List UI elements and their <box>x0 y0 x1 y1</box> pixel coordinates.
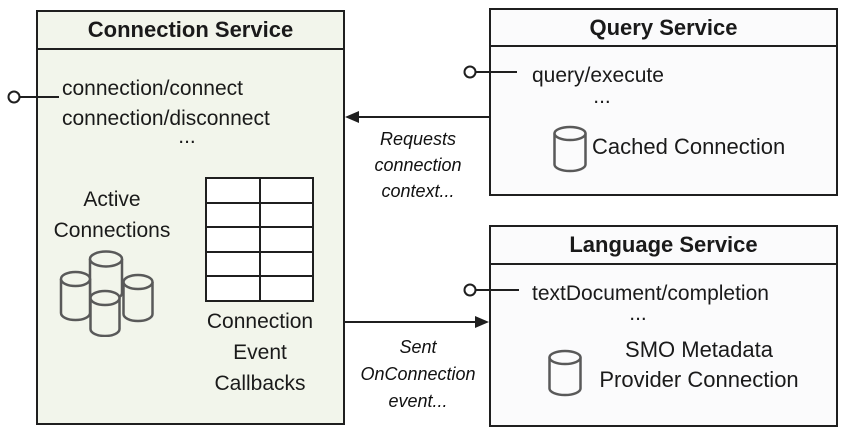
callback-table-cell <box>260 277 312 300</box>
callbacks-line1: Connection <box>206 310 314 333</box>
cached-connection-label: Cached Connection <box>592 134 786 159</box>
callbacks-label: Connection Event Callbacks <box>185 306 335 399</box>
smo-line1: SMO Metadata <box>625 337 773 362</box>
sent-onconnection-arrow <box>345 316 489 328</box>
language-methods-ellipsis: ... <box>629 302 647 325</box>
active-connections-label: Active Connections <box>42 184 182 246</box>
active-connections-line1: Active <box>83 188 141 211</box>
requests-line3: context... <box>381 181 455 201</box>
sent-line3: event... <box>388 391 448 411</box>
callback-table-cell <box>260 179 312 202</box>
query-service-box: Query Service query/execute ... Cached C… <box>489 8 838 196</box>
callbacks-line2: Event <box>233 341 287 364</box>
method-connection-connect: connection/connect <box>62 77 243 100</box>
method-connection-disconnect: connection/disconnect <box>62 107 270 130</box>
active-connections-line2: Connections <box>53 219 171 242</box>
methods-ellipsis: ... <box>178 125 196 148</box>
query-methods-ellipsis: ... <box>593 85 611 108</box>
requests-line2: connection <box>374 155 462 175</box>
callback-table-cell <box>207 277 259 300</box>
query-service-title: Query Service <box>491 10 836 47</box>
cached-connection-cylinder-icon <box>553 125 587 173</box>
sent-line2: OnConnection <box>360 364 476 384</box>
active-connections-cylinders-icon <box>59 250 154 337</box>
language-service-title: Language Service <box>491 227 836 265</box>
connection-service-title: Connection Service <box>38 12 343 50</box>
sent-onconnection-annotation: Sent OnConnection event... <box>347 334 489 415</box>
smo-metadata-cylinder-icon <box>548 349 582 397</box>
callback-table-cell <box>260 203 312 227</box>
method-query-execute: query/execute <box>532 64 664 87</box>
callback-table-cell <box>207 203 259 227</box>
callback-table-cell <box>260 228 312 251</box>
callback-table-cell <box>207 252 259 276</box>
callback-table <box>205 177 314 302</box>
smo-metadata-label: SMO Metadata Provider Connection <box>579 335 819 395</box>
language-service-box: Language Service textDocument/completion… <box>489 225 838 427</box>
method-textdocument-completion: textDocument/completion <box>532 282 769 305</box>
smo-line2: Provider Connection <box>599 367 799 392</box>
sent-line1: Sent <box>399 337 437 357</box>
connection-service-box: Connection Service connection/connect co… <box>36 10 345 425</box>
callback-table-cell <box>260 252 312 276</box>
requests-connection-annotation: Requests connection context... <box>347 126 489 204</box>
callback-table-cell <box>207 228 259 251</box>
requests-line1: Requests <box>379 129 457 149</box>
requests-connection-arrow <box>345 111 489 123</box>
callbacks-line3: Callbacks <box>214 372 306 395</box>
callback-table-cell <box>207 179 259 202</box>
